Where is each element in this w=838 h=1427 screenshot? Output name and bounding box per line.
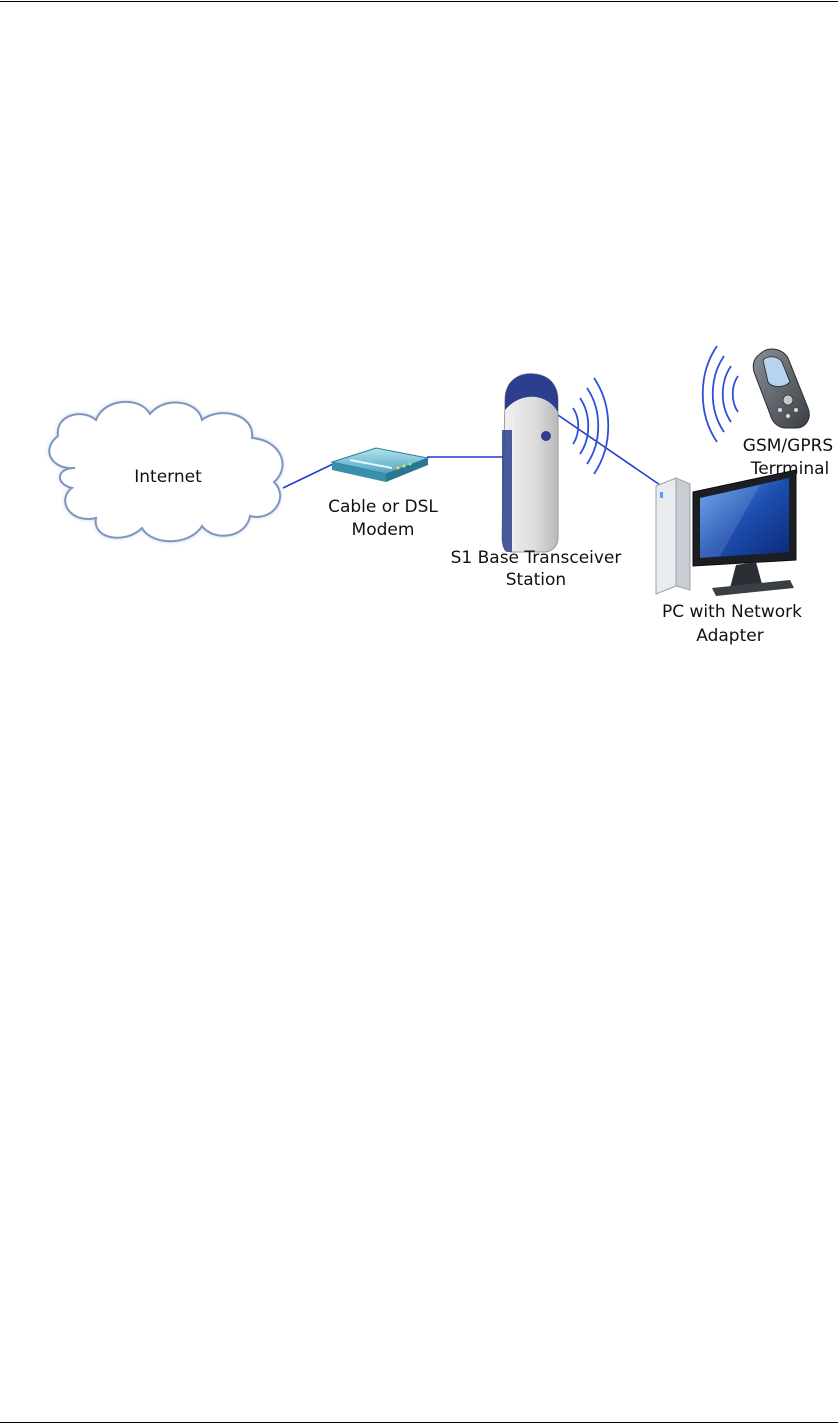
base-station-signal-icon [573,378,608,474]
mobile-phone-icon [753,349,809,428]
base-station-label-line2: Station [506,570,566,590]
phone-signal-icon [703,346,738,442]
terminal-label-line1: GSM/GPRS [743,436,833,456]
link-internet-modem [283,463,335,488]
pc-monitor-icon [693,470,796,596]
modem-label-line2: Modem [352,520,415,540]
internet-label: Internet [134,467,202,487]
footer-rule [0,1422,838,1423]
pc-label-line2: Adapter [696,626,763,646]
modem-label-line1: Cable or DSL [328,497,438,517]
modem-icon [332,448,428,482]
base-station-label-line1: S1 Base Transceiver [451,548,622,568]
pc-label-line1: PC with Network [662,602,802,622]
base-station-icon [502,374,558,552]
pc-tower-icon [656,478,690,594]
